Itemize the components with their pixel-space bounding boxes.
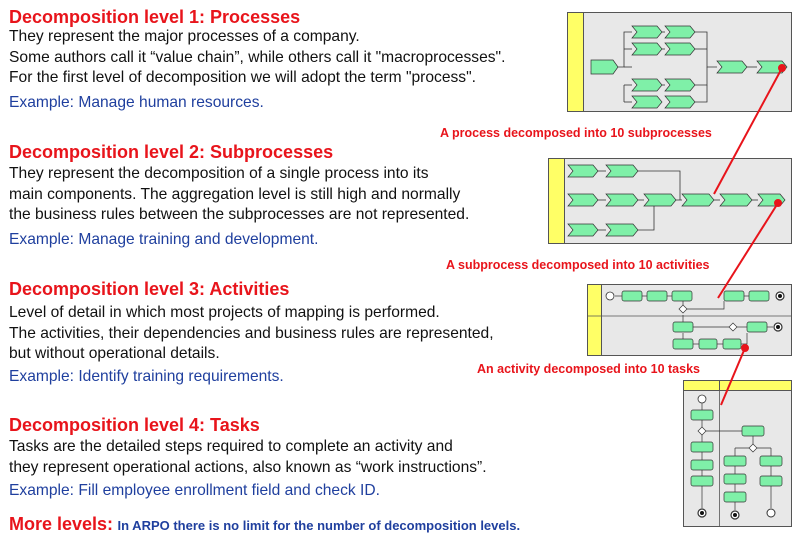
connector-dot: [741, 344, 749, 352]
activity-shape: [621, 290, 770, 350]
gateway-icon: [678, 304, 688, 314]
level1-example: Example: Manage human resources.: [9, 94, 264, 111]
task-shape: [690, 409, 783, 503]
level3-caption: An activity decomposed into 10 tasks: [477, 362, 700, 376]
more-levels-label: More levels:: [9, 514, 114, 534]
level2-description: They represent the decomposition of a si…: [9, 164, 469, 226]
task-diagram: [683, 380, 792, 527]
level3-line: Level of detail in which most projects o…: [9, 304, 440, 321]
process-shape: [590, 25, 788, 109]
level3-description: Level of detail in which most projects o…: [9, 303, 494, 365]
level2-line: They represent the decomposition of a si…: [9, 165, 429, 182]
connector-line: [713, 67, 783, 195]
level3-example: Example: Identify training requirements.: [9, 368, 284, 385]
level4-line: they represent operational actions, also…: [9, 458, 487, 476]
level2-caption: A subprocess decomposed into 10 activiti…: [446, 258, 710, 272]
activity-diagram: [587, 284, 792, 356]
level1-line: For the first level of decomposition we …: [9, 69, 476, 86]
level1-line: They represent the major processes of a …: [9, 28, 360, 45]
subprocess-diagram: [548, 158, 792, 244]
level4-description: Tasks are the detailed steps required to…: [9, 437, 487, 478]
level3-line: but without operational details.: [9, 345, 220, 362]
level3-line: The activities, their dependencies and b…: [9, 324, 494, 342]
level1-title: Decomposition level 1: Processes: [9, 7, 301, 27]
gateway-icon: [728, 322, 738, 332]
level1-description: They represent the major processes of a …: [9, 27, 505, 89]
gateway-icon: [697, 426, 707, 436]
connector-line: [717, 202, 779, 299]
subprocess-shape: [567, 164, 786, 237]
level4-example: Example: Fill employee enrollment field …: [9, 482, 380, 499]
more-levels-text: In ARPO there is no limit for the number…: [117, 518, 521, 533]
connector-dot: [778, 64, 786, 72]
level2-line: main components. The aggregation level i…: [9, 185, 461, 203]
level2-line: the business rules between the subproces…: [9, 206, 470, 223]
level4-title: Decomposition level 4: Tasks: [9, 415, 260, 435]
more-levels: More levels: In ARPO there is no limit f…: [9, 514, 520, 535]
end-event-icon: [766, 508, 776, 518]
gateway-icon: [748, 443, 758, 453]
level4-line: Tasks are the detailed steps required to…: [9, 438, 453, 455]
level2-example: Example: Manage training and development…: [9, 231, 319, 248]
level3-title: Decomposition level 3: Activities: [9, 279, 290, 299]
level2-title: Decomposition level 2: Subprocesses: [9, 142, 334, 162]
level1-caption: A process decomposed into 10 subprocesse…: [440, 126, 712, 140]
connector-dot: [774, 199, 782, 207]
level1-line: Some authors call it “value chain”, whil…: [9, 48, 506, 66]
connector-line: [720, 347, 746, 406]
start-event-icon: [697, 394, 707, 404]
process-diagram: [567, 12, 792, 112]
start-event-icon: [605, 291, 615, 301]
